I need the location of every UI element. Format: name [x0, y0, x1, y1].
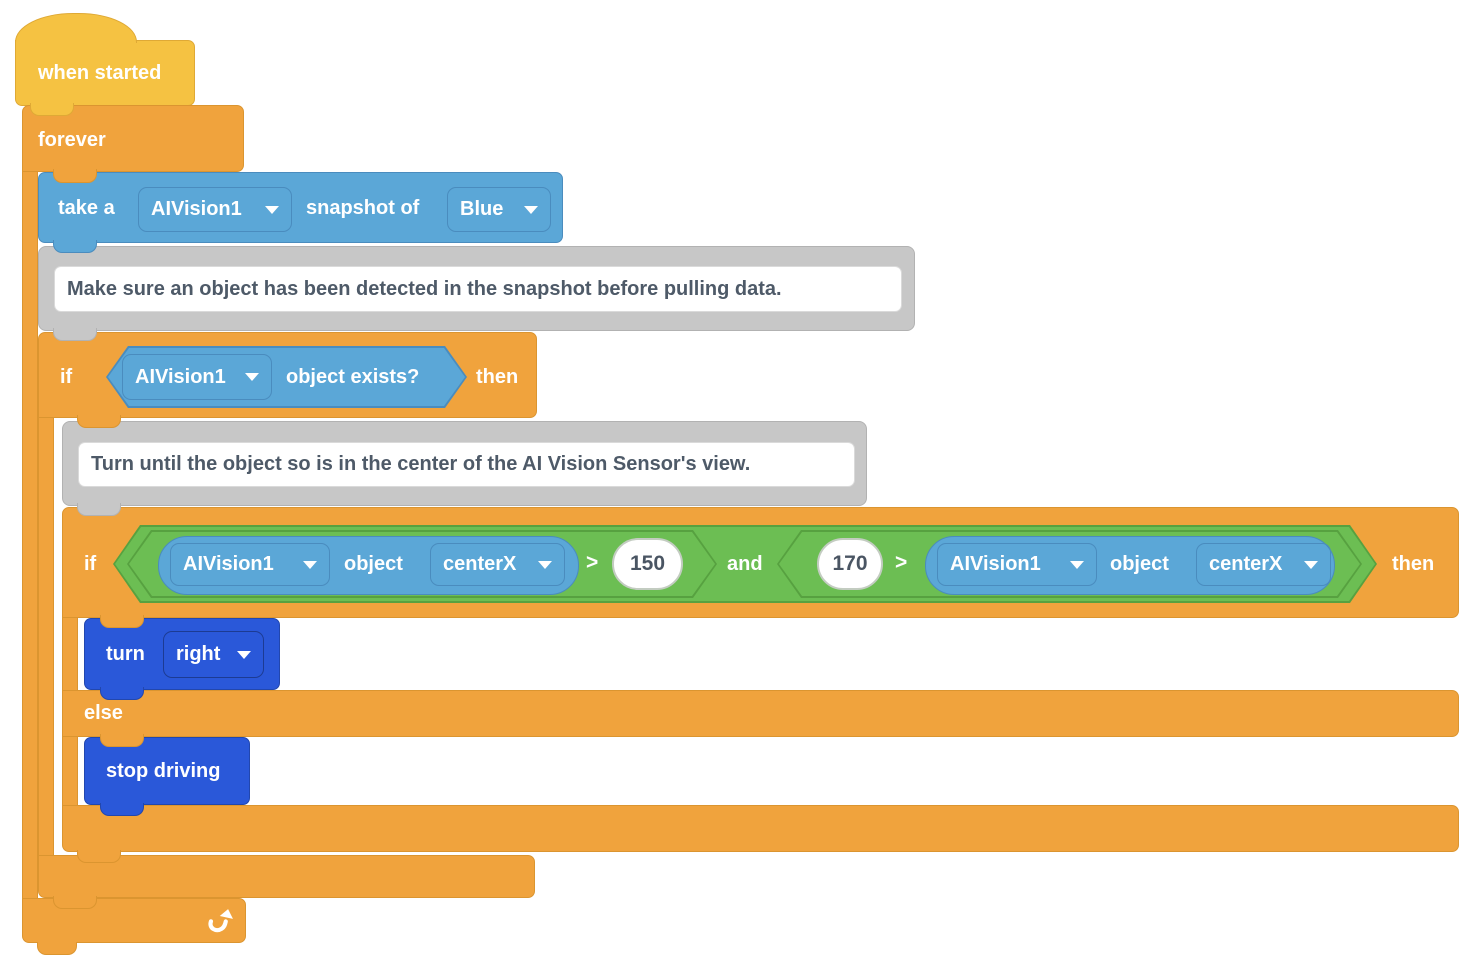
comment-detect-bump-connector — [53, 328, 97, 341]
turn-label: turn — [106, 643, 145, 665]
if-inner-bump-connector — [100, 615, 144, 628]
if-inner-bottom-arm[interactable] — [62, 805, 1459, 852]
else-label: else — [84, 702, 123, 724]
chevron-down-icon — [1070, 560, 1084, 569]
if-outer-bump-connector — [77, 415, 121, 428]
when-started-label: when started — [38, 62, 162, 84]
comment-detect-textbox[interactable]: Make sure an object has been detected in… — [54, 266, 902, 312]
forever-label: forever — [38, 129, 106, 151]
take-snapshot-device-value: AIVision1 — [151, 198, 242, 220]
object-exists-hexagon[interactable] — [106, 346, 467, 408]
if-outer-spine[interactable] — [38, 416, 54, 856]
if-inner-then-label: then — [1392, 553, 1435, 575]
else-arm-bump-connector — [100, 734, 144, 747]
if-inner-bottom-bump-connector — [77, 850, 121, 863]
centerx-right-device-dropdown[interactable]: AIVision1 — [937, 543, 1097, 586]
chevron-down-icon — [265, 205, 279, 214]
if-outer-then-label: then — [476, 366, 519, 388]
forever-bump-connector — [53, 169, 97, 183]
hat-bump-connector — [30, 103, 74, 116]
greater-than-right-op: > — [895, 551, 908, 574]
stop-driving-bump-connector — [100, 803, 144, 816]
centerx-right-device-value: AIVision1 — [950, 553, 1041, 575]
if-outer-bottom-arm[interactable] — [38, 855, 535, 898]
take-snapshot-color-value: Blue — [460, 198, 504, 220]
if-outer-if-label: if — [60, 366, 73, 388]
greater-than-left-op: > — [586, 551, 599, 574]
and-label: and — [727, 553, 763, 575]
forever-top-bar[interactable] — [22, 105, 244, 172]
when-started-hat-dome[interactable] — [15, 13, 137, 43]
object-exists-device-dropdown[interactable]: AIVision1 — [122, 354, 272, 400]
centerx-left-property-value: centerX — [443, 553, 517, 575]
chevron-down-icon — [237, 650, 251, 659]
repeat-arrow-icon — [202, 906, 236, 938]
forever-spine[interactable] — [22, 170, 38, 899]
chevron-down-icon — [303, 560, 317, 569]
chevron-down-icon — [524, 205, 538, 214]
centerx-right-property-dropdown[interactable]: centerX — [1196, 543, 1331, 586]
centerx-right-object-label: object — [1110, 553, 1169, 575]
object-exists-label: object exists? — [286, 366, 420, 388]
centerx-left-object-label: object — [344, 553, 403, 575]
turn-direction-value: right — [176, 643, 221, 665]
when-started-hat-body[interactable] — [15, 40, 195, 106]
object-exists-device-value: AIVision1 — [135, 365, 226, 388]
chevron-down-icon — [245, 373, 259, 381]
take-snapshot-of-label: snapshot of — [306, 197, 420, 219]
take-snapshot-take-label: take a — [58, 197, 115, 219]
centerx-right-property-value: centerX — [1209, 553, 1283, 575]
chevron-down-icon — [1304, 560, 1318, 569]
if-inner-if-label: if — [84, 553, 97, 575]
comment-turn-text: Turn until the object so is in the cente… — [91, 453, 751, 475]
take-snapshot-device-dropdown[interactable]: AIVision1 — [138, 187, 292, 232]
chevron-down-icon — [538, 560, 552, 569]
value-input-170[interactable]: 170 — [817, 538, 883, 590]
stop-driving-block[interactable] — [84, 737, 250, 805]
stop-driving-label: stop driving — [106, 760, 221, 782]
forever-bottom-plug — [37, 942, 77, 955]
centerx-left-device-dropdown[interactable]: AIVision1 — [170, 543, 330, 586]
value-150: 150 — [629, 552, 666, 575]
turn-direction-dropdown[interactable]: right — [163, 631, 264, 678]
if-inner-else-arm[interactable] — [62, 690, 1459, 737]
comment-turn-textbox[interactable]: Turn until the object so is in the cente… — [78, 442, 855, 487]
comment-turn-bump-connector — [77, 503, 121, 516]
take-snapshot-bump-connector — [53, 240, 97, 253]
centerx-left-property-dropdown[interactable]: centerX — [430, 543, 565, 586]
if-outer-bottom-bump-connector — [53, 896, 97, 909]
take-snapshot-color-dropdown[interactable]: Blue — [447, 187, 551, 232]
centerx-left-device-value: AIVision1 — [183, 553, 274, 575]
comment-detect-text: Make sure an object has been detected in… — [67, 277, 782, 300]
value-input-150[interactable]: 150 — [612, 538, 683, 590]
value-170: 170 — [832, 552, 868, 575]
turn-bump-connector — [100, 687, 144, 700]
